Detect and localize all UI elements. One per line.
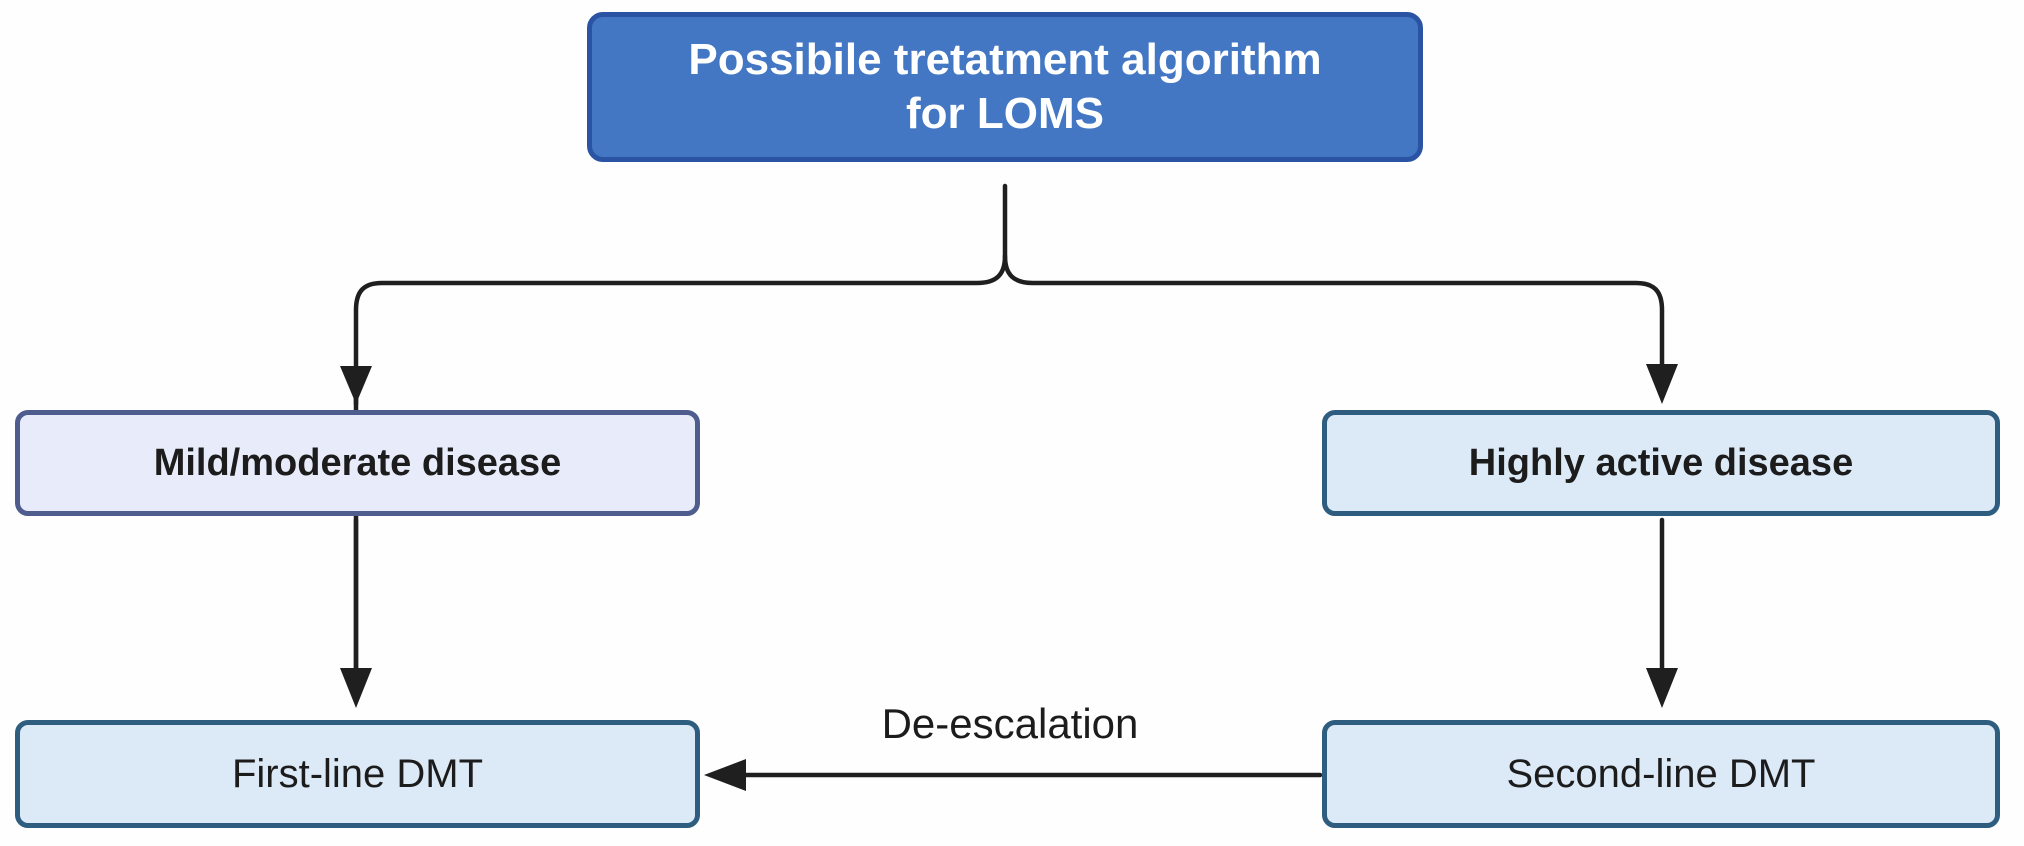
node-mild-moderate-disease: Mild/moderate disease bbox=[15, 410, 700, 516]
node-highly-active-disease: Highly active disease bbox=[1322, 410, 2000, 516]
node-first-line-dmt: First-line DMT bbox=[15, 720, 700, 828]
node-treatment-algorithm: Possibile tretatment algorithm for LOMS bbox=[587, 12, 1423, 162]
arrowhead-deescalation-icon bbox=[704, 759, 746, 791]
node-second-line-dmt-label: Second-line DMT bbox=[1506, 751, 1816, 796]
node-first-line-dmt-label: First-line DMT bbox=[231, 751, 484, 796]
node-mild-moderate-disease-label: Mild/moderate disease bbox=[153, 441, 562, 484]
arrowhead-to-mild-icon bbox=[340, 668, 372, 708]
arrowhead-to-second-icon bbox=[1646, 668, 1678, 708]
node-second-line-dmt: Second-line DMT bbox=[1322, 720, 2000, 828]
connector-root-to-mild bbox=[353, 183, 1008, 675]
node-highly-active-disease-label: Highly active disease bbox=[1468, 441, 1854, 484]
arrowhead-to-highly-icon bbox=[1646, 364, 1678, 404]
arrowhead-to-first-icon bbox=[340, 366, 372, 404]
connector-root-to-highly bbox=[1002, 253, 1665, 371]
deescalation-edge-label: De-escalation bbox=[881, 700, 1139, 747]
node-treatment-algorithm-label: Possibile tretatment algorithm for LOMS bbox=[688, 35, 1322, 138]
